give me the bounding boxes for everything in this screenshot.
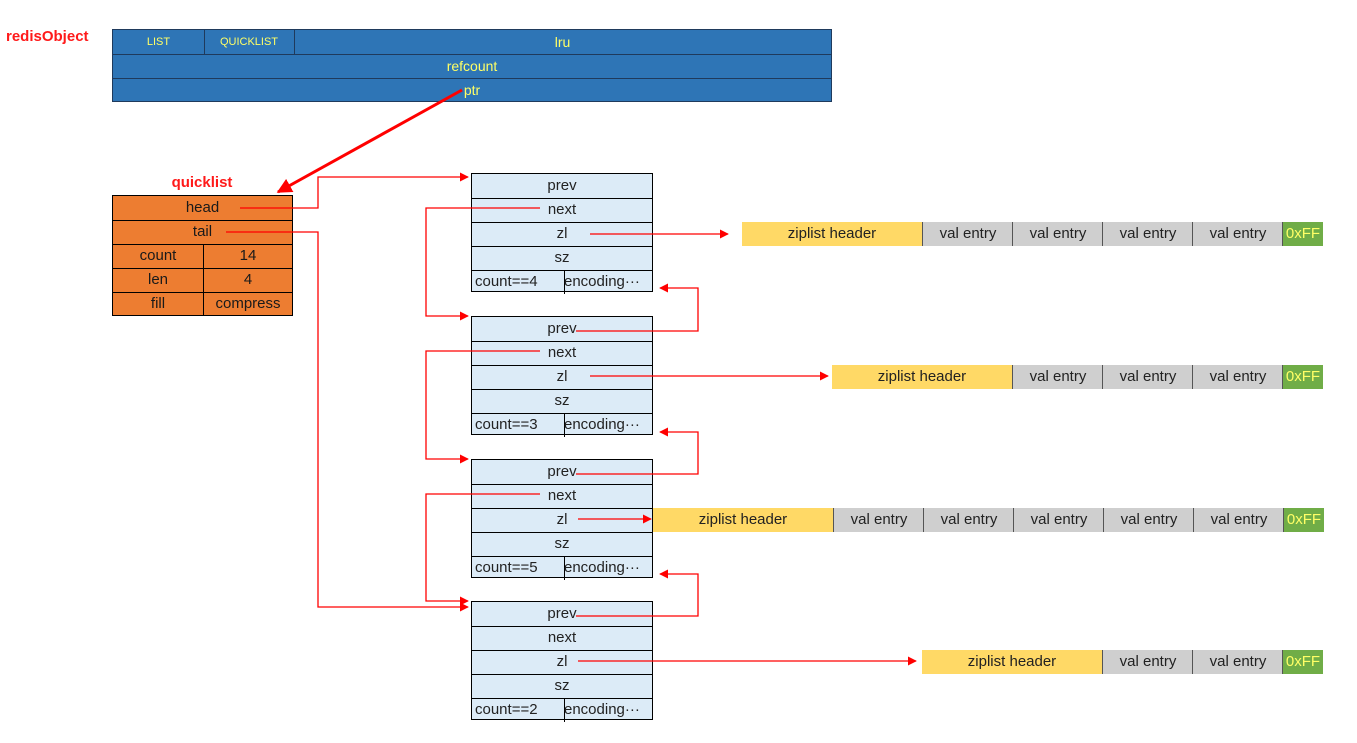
quicklist-struct: head tail count 14 len 4 fill compress (112, 195, 293, 316)
len-row: len 4 (113, 268, 292, 293)
node-count-row: count==3 encoding··· (472, 413, 652, 437)
node-next-field: next (472, 626, 652, 651)
node-encoding-field: encoding··· (564, 273, 640, 290)
node-prev-field: prev (472, 317, 652, 342)
compress-label: compress (215, 295, 281, 312)
ziplist-header: ziplist header (742, 222, 922, 246)
tail-arrow (226, 231, 469, 612)
tail-field: tail (113, 220, 292, 245)
node-sz-field: sz (472, 532, 652, 557)
node-sz-field: sz (472, 389, 652, 414)
prev-arrow (576, 569, 699, 617)
next-arrow (425, 493, 540, 606)
ziplist-end-marker: 0xFF (1283, 508, 1324, 532)
node-count-field: count==4 (472, 270, 565, 294)
ziplist-end-marker: 0xFF (1282, 365, 1323, 389)
ziplist-end-marker: 0xFF (1282, 222, 1323, 246)
lru-field: lru (554, 34, 571, 50)
node-zl-field: zl (472, 650, 652, 675)
refcount-field: refcount (113, 54, 831, 79)
node-zl-field: zl (472, 365, 652, 390)
ziplist-entry: val entry (1102, 650, 1193, 674)
type-field: LIST (113, 30, 205, 54)
ziplist-entry: val entry (833, 508, 924, 532)
node-count-field: count==3 (472, 413, 565, 437)
prev-arrow (576, 283, 699, 332)
ziplist-end-marker: 0xFF (1282, 650, 1323, 674)
ziplist-entry: val entry (1013, 508, 1104, 532)
prev-arrow (576, 427, 699, 475)
node-count-field: count==5 (472, 556, 565, 580)
ziplist-entry: val entry (1192, 650, 1283, 674)
node-zl-field: zl (472, 222, 652, 247)
node-count-row: count==2 encoding··· (472, 698, 652, 722)
ziplist-entry: val entry (1193, 508, 1284, 532)
ziplist-entry: val entry (1192, 222, 1283, 246)
quicklist-node: prev next zl sz count==5 encoding··· (471, 459, 653, 580)
node-sz-field: sz (472, 246, 652, 271)
redis-object-label: redisObject (6, 28, 89, 45)
fill-row: fill compress (113, 292, 292, 316)
ptr-field: ptr (463, 82, 481, 98)
len-value: 4 (243, 271, 253, 288)
ziplist-entry: val entry (1192, 365, 1283, 389)
node-encoding-field: encoding··· (564, 559, 640, 576)
node-count-row: count==5 encoding··· (472, 556, 652, 580)
fill-label: fill (113, 292, 204, 316)
ziplist-entry: val entry (1103, 508, 1194, 532)
head-field: head (113, 196, 292, 221)
ziplist-entry: val entry (922, 222, 1013, 246)
ptr-arrow (276, 88, 463, 194)
next-arrow (425, 207, 540, 321)
redis-object-row-type: LIST QUICKLIST lru (113, 30, 831, 55)
quicklist-node: prev next zl sz count==4 encoding··· (471, 173, 653, 294)
node-next-field: next (472, 341, 652, 366)
node-sz-field: sz (472, 674, 652, 699)
ziplist-header: ziplist header (653, 508, 833, 532)
len-label: len (113, 268, 204, 292)
node-prev-field: prev (472, 602, 652, 627)
node-count-row: count==4 encoding··· (472, 270, 652, 294)
count-row: count 14 (113, 244, 292, 269)
node-prev-field: prev (472, 460, 652, 485)
head-arrow (240, 172, 469, 209)
redis-object-struct: LIST QUICKLIST lru refcount ptr (112, 29, 832, 102)
quicklist-node: prev next zl sz count==3 encoding··· (471, 316, 653, 437)
ziplist-header: ziplist header (922, 650, 1102, 674)
next-arrow (425, 350, 540, 464)
node-encoding-field: encoding··· (564, 701, 640, 718)
quicklist-title: quicklist (171, 174, 233, 191)
node-next-field: next (472, 198, 652, 223)
ziplist-entry: val entry (1102, 365, 1193, 389)
node-encoding-field: encoding··· (564, 416, 640, 433)
node-count-field: count==2 (472, 698, 565, 722)
ziplist-entry: val entry (1102, 222, 1193, 246)
ziplist-entry: val entry (1012, 222, 1103, 246)
count-value: 14 (239, 247, 257, 264)
ziplist-entry: val entry (1012, 365, 1103, 389)
node-prev-field: prev (472, 174, 652, 199)
node-zl-field: zl (472, 508, 652, 533)
encoding-field: QUICKLIST (204, 30, 295, 54)
count-label: count (113, 244, 204, 268)
node-next-field: next (472, 484, 652, 509)
ziplist-header: ziplist header (832, 365, 1012, 389)
ziplist-entry: val entry (923, 508, 1014, 532)
